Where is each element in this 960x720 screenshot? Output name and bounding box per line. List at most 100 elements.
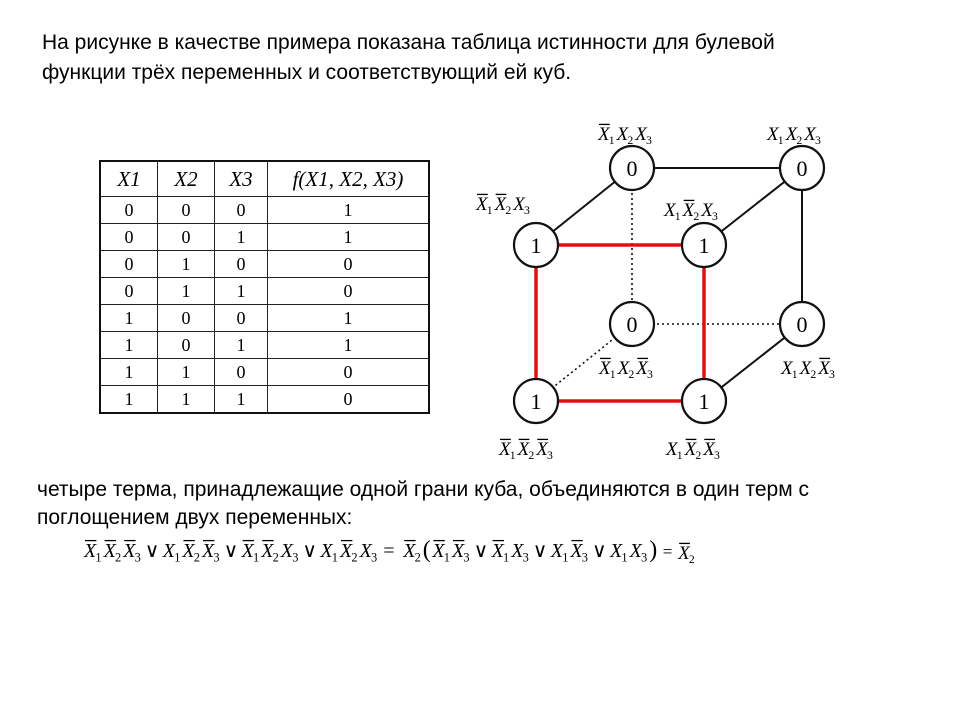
term-subscript: 1	[778, 134, 784, 147]
table-cell: 1	[99, 385, 158, 414]
cube-node-circle	[608, 300, 656, 348]
term-subscript: 3	[714, 449, 720, 462]
table-cell: 1	[99, 304, 158, 332]
term-letter: X	[517, 439, 531, 460]
term-subscript: 1	[253, 550, 259, 564]
term-letter: X	[682, 200, 696, 221]
term-letter: X	[103, 540, 117, 562]
term-subscript: 3	[829, 368, 835, 381]
term-letter: X	[634, 124, 648, 145]
header-f: f(X1, X2, X3)	[267, 160, 430, 197]
term-subscript: 3	[712, 210, 718, 223]
cube-node-front-top-right: 1	[680, 221, 728, 269]
term-subscript: 1	[510, 449, 516, 462]
term-subscript: 1	[444, 550, 450, 564]
term-subscript: 2	[528, 449, 534, 462]
equals-symbol: =	[663, 542, 673, 561]
table-cell: 0	[157, 331, 215, 359]
term-letter: X	[181, 540, 195, 562]
cube-node-back-top-right: 0	[778, 144, 826, 192]
intro-text: На рисунке в качестве примера показана т…	[42, 28, 922, 88]
or-symbol: ∨	[592, 540, 607, 562]
term-subscript: 1	[332, 550, 338, 564]
term-letter: X	[241, 540, 255, 562]
term-subscript: 1	[675, 210, 681, 223]
term-letter: X	[402, 540, 416, 562]
term-subscript: 2	[194, 550, 200, 564]
term-letter: X	[597, 124, 611, 145]
term-subscript: 2	[273, 550, 279, 564]
term-subscript: 3	[292, 550, 298, 564]
close-paren: )	[649, 537, 657, 563]
middle-text: четыре терма, принадлежащие одной грани …	[37, 476, 937, 532]
term-letter: X	[359, 540, 373, 562]
table-cell: 1	[214, 385, 268, 414]
term-subscript: 3	[547, 449, 553, 462]
term-letter: X	[616, 124, 630, 145]
term-subscript: 1	[95, 550, 101, 564]
term-subscript: 1	[677, 449, 683, 462]
term-letter: X	[475, 194, 489, 215]
table-cell: 1	[214, 331, 268, 359]
header-x2-text: X2	[174, 166, 198, 191]
term-subscript: 3	[523, 550, 529, 564]
term-letter: X	[498, 439, 512, 460]
term-subscript: 1	[174, 550, 180, 564]
term-letter: X	[702, 439, 716, 460]
cube-node-back-bottom-right: 0	[778, 300, 826, 348]
term-subscript: 2	[689, 553, 695, 566]
term-subscript: 3	[213, 550, 219, 564]
table-cell: 0	[214, 358, 268, 386]
table-cell: 0	[157, 223, 215, 251]
term-letter: X	[780, 358, 794, 379]
term-letter: X	[550, 540, 564, 562]
cube-node-back-bottom-left: 0	[608, 300, 656, 348]
cube-node-value: 1	[531, 233, 542, 258]
cube-node-value: 1	[699, 389, 710, 414]
term-letter: X	[162, 540, 176, 562]
term-subscript: 3	[371, 550, 377, 564]
term-subscript: 1	[621, 550, 627, 564]
term-letter: X	[491, 540, 505, 562]
table-cell: 0	[267, 385, 430, 414]
term-letter: X	[785, 124, 799, 145]
term-letter: X	[512, 194, 526, 215]
header-x3-text: X3	[229, 166, 253, 191]
table-cell: 1	[157, 277, 215, 305]
table-cell: 1	[214, 223, 268, 251]
term-letter: X	[629, 540, 643, 562]
term-letter: X	[700, 200, 714, 221]
term-letter: X	[663, 200, 677, 221]
term-letter: X	[260, 540, 274, 562]
equals-symbol: =	[383, 540, 394, 562]
cube-node-circle	[512, 377, 560, 425]
term-subscript: 2	[505, 204, 511, 217]
term-subscript: 3	[641, 550, 647, 564]
cube-node-front-top-left: 1	[512, 221, 560, 269]
cube-node-value: 0	[627, 312, 638, 337]
or-symbol: ∨	[533, 540, 548, 562]
term-letter: X	[201, 540, 215, 562]
term-subscript: 2	[351, 550, 357, 564]
cube-node-value: 0	[797, 312, 808, 337]
table-cell: 1	[267, 223, 430, 251]
term-letter: X	[665, 439, 679, 460]
term-letter: X	[677, 543, 691, 564]
term-letter: X	[766, 124, 780, 145]
term-letter: X	[339, 540, 353, 562]
cube-node-circle	[680, 221, 728, 269]
term-subscript: 3	[646, 134, 652, 147]
term-letter: X	[319, 540, 333, 562]
header-f-text: f(X1, X2, X3)	[292, 166, 404, 191]
